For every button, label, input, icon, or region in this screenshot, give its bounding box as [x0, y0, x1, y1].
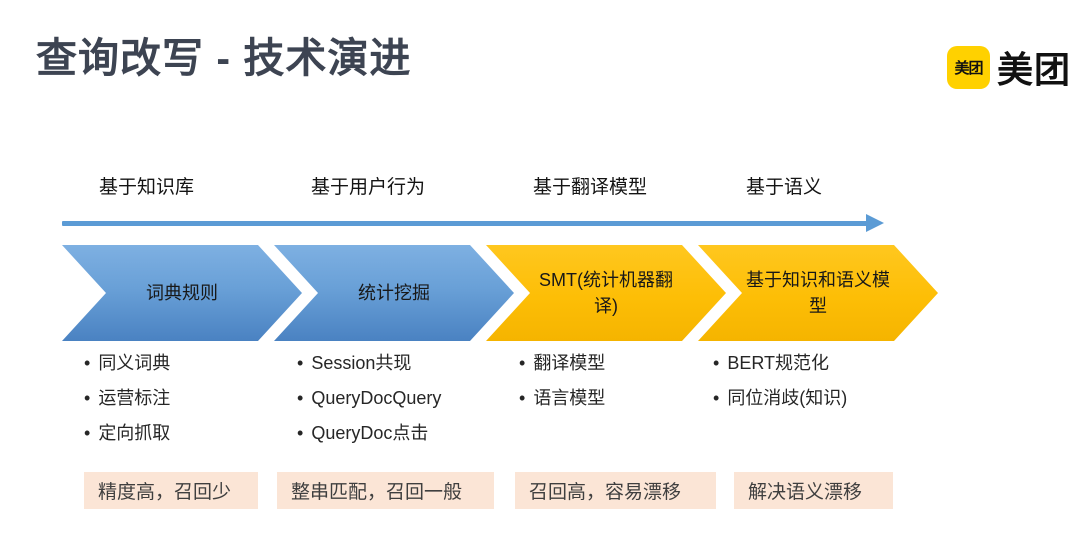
summary-box-translation-model: 召回高，容易漂移: [515, 472, 716, 509]
bullet-list-knowledge-base: 同义词典 运营标注 定向抓取: [84, 352, 170, 444]
summary-box-knowledge-base: 精度高，召回少: [84, 472, 258, 509]
meituan-logo-icon: 美团: [947, 45, 990, 89]
chevron-label: 词典规则: [146, 282, 218, 303]
list-item: QueryDocQuery: [297, 387, 441, 409]
summary-box-semantics: 解决语义漂移: [734, 472, 893, 509]
stage-header-knowledge-base: 基于知识库: [99, 177, 195, 198]
list-item: 定向抓取: [84, 422, 170, 444]
meituan-logo-badge-text: 美团: [954, 59, 983, 77]
chevron-label: SMT(统计机器翻译): [539, 269, 673, 316]
chevron-statistical-mining: 统计挖掘: [274, 245, 514, 341]
chevron-knowledge-semantic-model: 基于知识和语义模型: [698, 245, 938, 341]
stage-header-user-behavior: 基于用户行为: [311, 177, 426, 198]
list-item: 同位消歧(知识): [713, 387, 847, 409]
chevron-label: 统计挖掘: [358, 282, 430, 303]
timeline-arrowhead-icon: [866, 214, 884, 232]
list-item: 翻译模型: [519, 352, 605, 374]
bullet-list-translation-model: 翻译模型 语言模型: [519, 352, 605, 409]
timeline-line: [62, 221, 868, 226]
page-title: 查询改写 - 技术演进: [36, 35, 412, 81]
meituan-wordmark: 美团: [997, 49, 1072, 90]
chevron-smt: SMT(统计机器翻译): [486, 245, 726, 341]
list-item: QueryDoc点击: [297, 422, 441, 444]
list-item: 运营标注: [84, 387, 170, 409]
list-item: 同义词典: [84, 352, 170, 374]
bullet-list-semantics: BERT规范化 同位消歧(知识): [713, 352, 847, 409]
list-item: BERT规范化: [713, 352, 847, 374]
meituan-logo: 美团 美团: [947, 41, 1071, 93]
bullet-list-user-behavior: Session共现 QueryDocQuery QueryDoc点击: [297, 352, 441, 444]
summary-box-user-behavior: 整串匹配，召回一般: [277, 472, 494, 509]
list-item: 语言模型: [519, 387, 605, 409]
stage-header-semantics: 基于语义: [746, 177, 823, 198]
chevron-label: 基于知识和语义模型: [746, 269, 890, 316]
list-item: Session共现: [297, 352, 441, 374]
stage-header-translation-model: 基于翻译模型: [533, 177, 648, 198]
chevron-dictionary-rules: 词典规则: [62, 245, 302, 341]
